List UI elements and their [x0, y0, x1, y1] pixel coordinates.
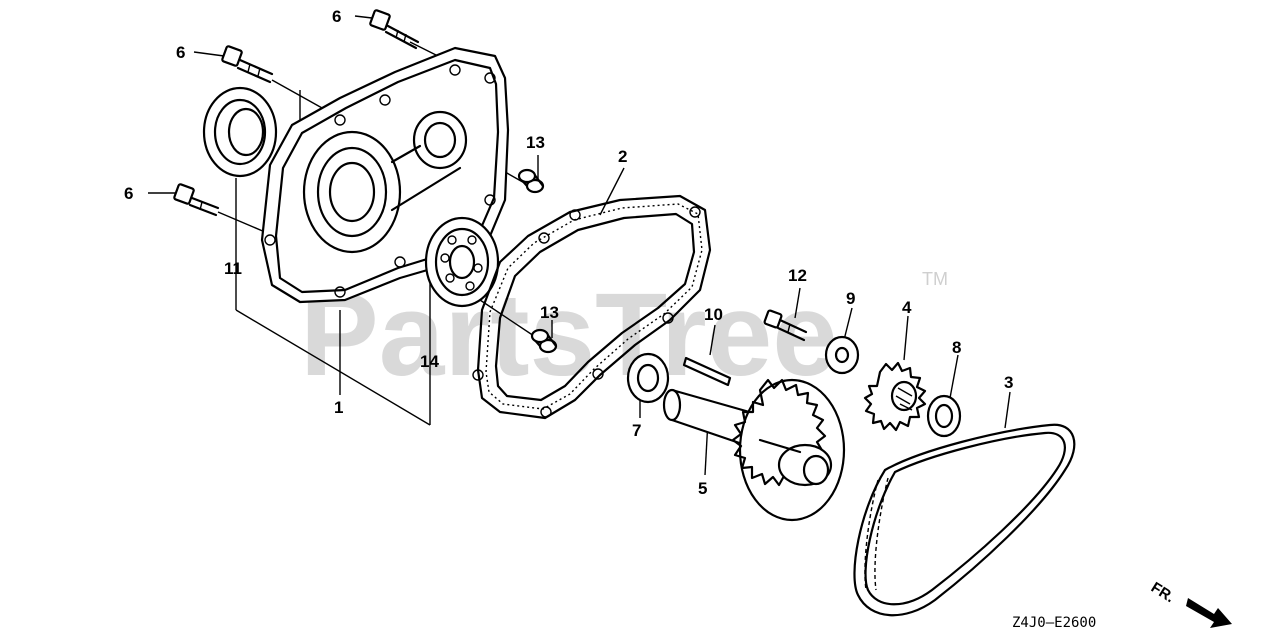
dowel-pin-lower [530, 328, 558, 354]
flange-bolt-lower [173, 183, 220, 217]
callout-2: 2 [618, 147, 627, 166]
sprocket-collar [926, 394, 962, 438]
callout-6-left: 6 [176, 43, 185, 62]
callout-1: 1 [334, 398, 343, 417]
diagram-code: Z4J0—E2600 [1012, 615, 1096, 631]
gasket [472, 194, 712, 420]
flange-bolt-top [369, 9, 420, 50]
flange-bolt-left [221, 45, 274, 84]
watermark-text: PartsTree [300, 269, 838, 401]
callout-7: 7 [632, 421, 641, 440]
flat-washer [824, 335, 860, 375]
callout-11: 11 [224, 259, 242, 278]
oil-seal [202, 86, 278, 178]
callout-6-lower: 6 [124, 184, 133, 203]
callout-3: 3 [1004, 373, 1013, 392]
front-direction-indicator: FR. [1148, 579, 1232, 628]
roller-chain [853, 423, 1076, 617]
callout-8: 8 [952, 338, 961, 357]
callout-5: 5 [698, 479, 707, 498]
callout-9: 9 [846, 289, 855, 308]
callout-10: 10 [704, 305, 723, 324]
radial-ball-bearing [424, 216, 500, 308]
drive-sprocket [863, 361, 927, 432]
thrust-washer [626, 352, 670, 404]
callout-13-upper: 13 [526, 133, 545, 152]
sprocket-bolt [763, 309, 808, 342]
callout-13-lower: 13 [540, 303, 559, 322]
woodruff-key [682, 356, 732, 387]
callout-4: 4 [902, 298, 912, 317]
callout-12: 12 [788, 266, 807, 285]
front-direction-label: FR. [1148, 579, 1178, 606]
leader-lines [148, 15, 1011, 476]
driven-sprocket-shaft [662, 378, 846, 522]
front-arrow-icon [1186, 598, 1232, 628]
callout-6-top: 6 [332, 7, 341, 26]
watermark-trademark: TM [922, 269, 948, 289]
callout-14: 14 [420, 352, 439, 371]
callout-numbers: 6 6 6 11 1 14 13 13 2 10 7 5 12 9 4 8 3 [124, 7, 1013, 498]
dowel-pin-upper [517, 168, 545, 194]
